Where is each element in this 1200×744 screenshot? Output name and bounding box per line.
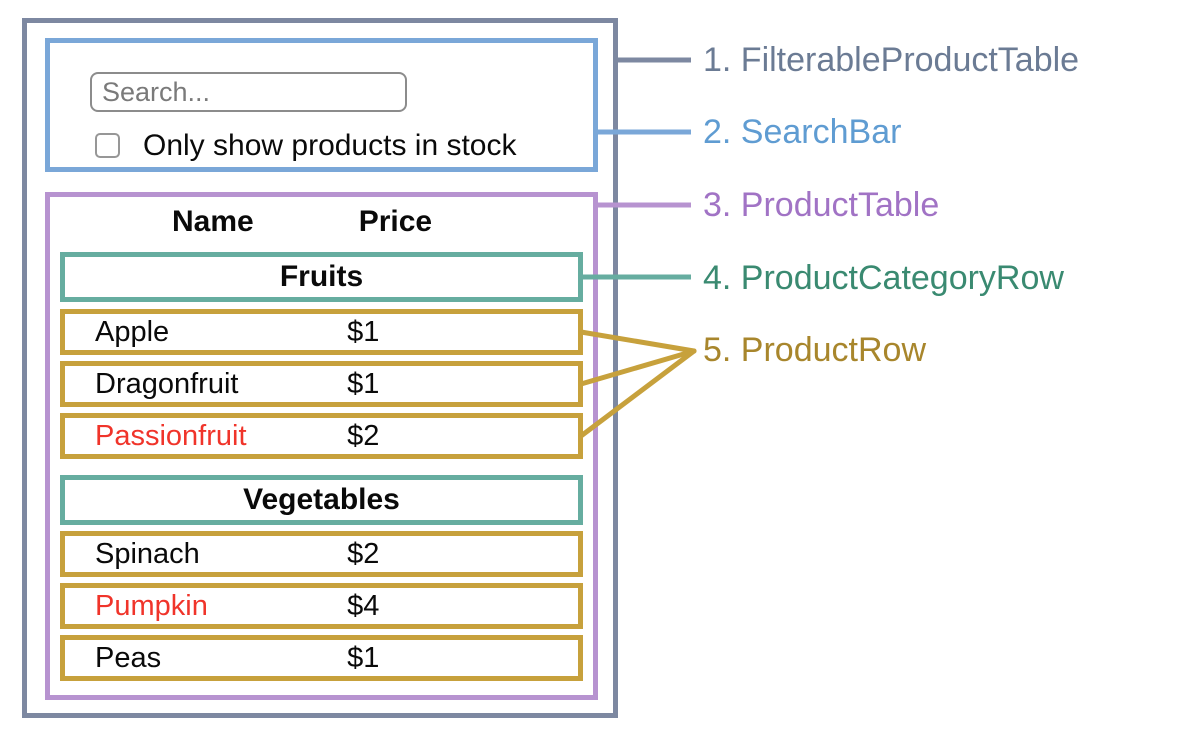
product-name: Peas [95, 641, 162, 674]
column-header-price: Price [358, 205, 433, 238]
filterable-product-table-box: Only show products in stock Name Price F… [22, 18, 618, 718]
search-input[interactable] [90, 72, 407, 112]
product-row: Spinach $2 [60, 531, 583, 577]
product-row: Pumpkin $4 [60, 583, 583, 629]
legend-label: 4. ProductCategoryRow [703, 259, 1064, 297]
product-name: Apple [95, 315, 170, 348]
table-header: Name Price [50, 205, 593, 239]
product-name: Spinach [95, 537, 200, 570]
legend-item-search-bar: 2. SearchBar [703, 111, 901, 153]
product-price: $1 [347, 367, 380, 400]
product-row: Peas $1 [60, 635, 583, 681]
product-name: Dragonfruit [95, 367, 239, 400]
product-price: $1 [347, 641, 380, 674]
product-price: $1 [347, 315, 380, 348]
legend-item-product-row: 5. ProductRow [703, 329, 926, 371]
legend-item-filterable-product-table: 1. FilterableProductTable [703, 39, 1079, 81]
product-row: Apple $1 [60, 309, 583, 355]
legend-label: 2. SearchBar [703, 113, 902, 151]
product-row: Dragonfruit $1 [60, 361, 583, 407]
product-table-box: Name Price Fruits Apple $1 Dragonfruit $… [45, 192, 598, 700]
product-category-row: Fruits [60, 252, 583, 302]
in-stock-checkbox-label: Only show products in stock [143, 129, 517, 162]
in-stock-checkbox[interactable] [95, 133, 120, 158]
legend-label: 5. ProductRow [703, 331, 926, 369]
legend-label: 3. ProductTable [703, 186, 940, 224]
product-category-row: Vegetables [60, 475, 583, 525]
search-bar-box: Only show products in stock [45, 38, 598, 172]
column-header-name: Name [172, 205, 254, 238]
product-row: Passionfruit $2 [60, 413, 583, 459]
product-name: Pumpkin [95, 589, 208, 622]
product-price: $2 [347, 419, 380, 452]
legend-label: 1. FilterableProductTable [703, 41, 1080, 79]
legend-item-product-table: 3. ProductTable [703, 184, 939, 226]
product-price: $4 [347, 589, 380, 622]
product-price: $2 [347, 537, 380, 570]
category-label: Fruits [279, 260, 364, 293]
category-label: Vegetables [243, 483, 400, 516]
legend-item-product-category-row: 4. ProductCategoryRow [703, 257, 1064, 299]
product-name: Passionfruit [95, 419, 247, 452]
